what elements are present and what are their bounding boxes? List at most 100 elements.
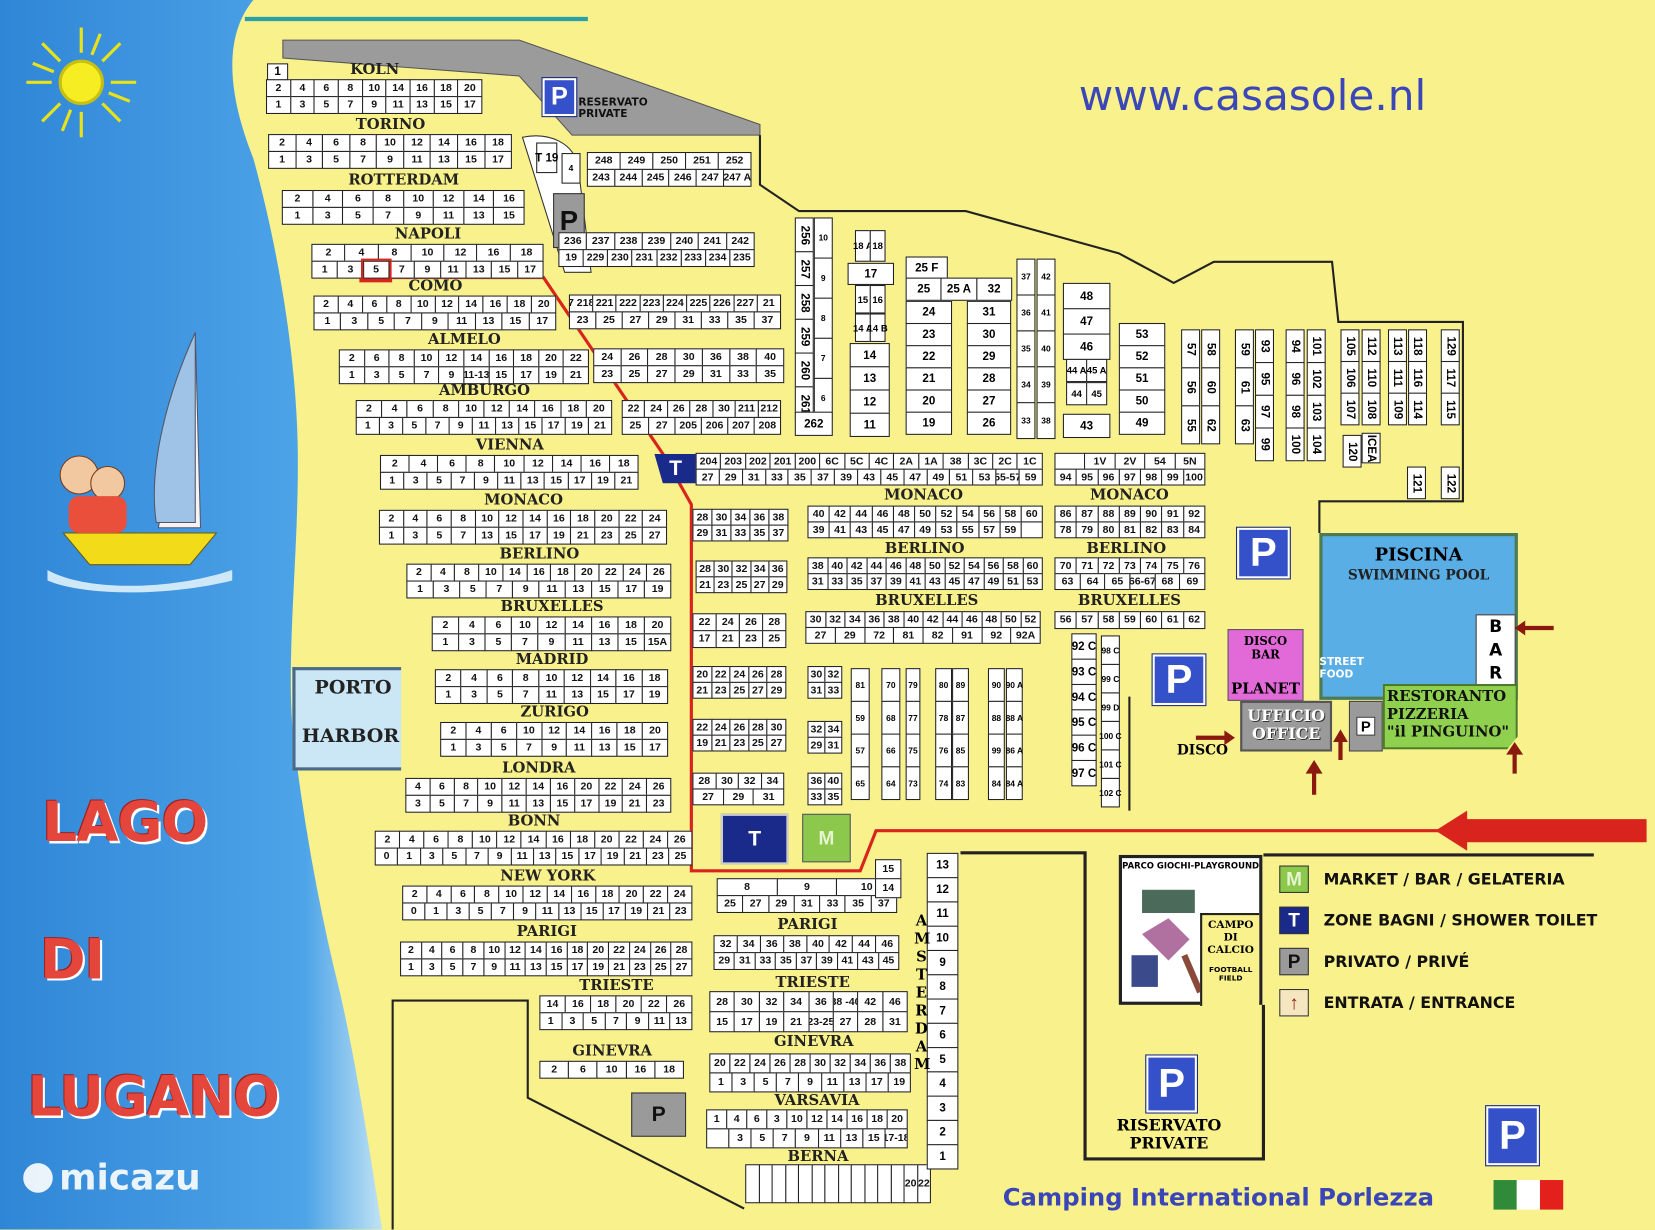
pitch-cell[interactable]: 6: [313, 79, 339, 98]
pitch-cell[interactable]: 18: [654, 1060, 684, 1079]
pitch-cell[interactable]: 19: [564, 416, 589, 435]
pitch-cell[interactable]: 39: [1036, 366, 1056, 404]
pitch-cell[interactable]: 5: [313, 96, 339, 114]
pitch-cell[interactable]: 27: [805, 626, 836, 644]
pitch-cell[interactable]: 93 C: [1071, 658, 1097, 686]
pitch-cell[interactable]: 2: [402, 885, 428, 904]
pitch-cell[interactable]: 9: [798, 1072, 822, 1093]
pitch-cell[interactable]: 8: [372, 189, 404, 208]
pitch-cell[interactable]: 101: [1306, 329, 1326, 364]
pitch-cell[interactable]: 13: [532, 847, 557, 866]
pitch-cell[interactable]: 13: [474, 526, 500, 545]
pitch-cell[interactable]: 7: [813, 337, 833, 379]
pitch-cell[interactable]: 6: [437, 454, 467, 473]
pitch-cell[interactable]: 33: [728, 365, 758, 384]
pitch-cell[interactable]: 10: [361, 79, 387, 98]
pitch-cell[interactable]: 34: [760, 772, 785, 790]
pitch-cell[interactable]: 26: [769, 1053, 791, 1074]
pitch-cell[interactable]: 93: [1254, 329, 1274, 364]
pitch-cell[interactable]: 16: [493, 189, 525, 208]
pitch-cell[interactable]: 21: [695, 576, 715, 594]
pitch-cell[interactable]: 9: [473, 471, 499, 490]
pitch-cell[interactable]: 55: [956, 521, 979, 539]
pitch-cell[interactable]: 34: [849, 1053, 871, 1074]
pitch-cell[interactable]: 30: [713, 560, 733, 578]
pitch-cell[interactable]: 2: [434, 669, 462, 688]
pitch-cell[interactable]: 11: [564, 633, 592, 652]
pitch-cell[interactable]: 38: [1036, 402, 1056, 440]
pitch-cell[interactable]: 3: [403, 471, 428, 490]
pitch-cell[interactable]: 33: [730, 524, 751, 542]
pitch-cell[interactable]: 1: [355, 416, 380, 435]
pitch-cell[interactable]: 3: [766, 1109, 788, 1130]
pitch-cell[interactable]: 23-25: [807, 1011, 834, 1033]
pitch-cell[interactable]: 89: [1118, 505, 1142, 523]
pitch-cell[interactable]: 14: [564, 616, 592, 635]
pitch-cell[interactable]: 10: [413, 349, 440, 368]
pitch-cell[interactable]: 19: [558, 249, 584, 268]
pitch-cell[interactable]: 14: [429, 134, 459, 152]
pitch-cell[interactable]: 31: [807, 573, 829, 591]
pitch-cell[interactable]: 38: [883, 611, 905, 629]
pitch-cell[interactable]: 45: [871, 521, 894, 539]
pitch-cell[interactable]: 9: [487, 847, 512, 866]
pitch-cell[interactable]: 21: [783, 1011, 810, 1033]
pitch-cell[interactable]: 14: [551, 454, 582, 473]
pitch-cell[interactable]: 237: [586, 232, 616, 251]
pitch-cell[interactable]: 25: [748, 734, 768, 752]
pitch-cell[interactable]: 16: [526, 563, 552, 582]
pitch-cell[interactable]: 23: [628, 958, 651, 977]
pitch-cell[interactable]: 15: [555, 847, 580, 866]
pitch-cell[interactable]: 8: [349, 134, 378, 152]
pitch-cell[interactable]: 7: [512, 686, 540, 705]
pitch-cell[interactable]: 242: [725, 232, 755, 251]
pitch-cell[interactable]: 19: [600, 847, 625, 866]
pitch-cell[interactable]: 3: [340, 312, 369, 331]
pitch-cell[interactable]: 10: [483, 941, 506, 960]
pitch-cell[interactable]: 48: [892, 505, 916, 523]
pitch-cell[interactable]: 37: [1016, 258, 1036, 296]
pitch-cell[interactable]: 16: [545, 941, 568, 960]
pitch-cell[interactable]: 107: [1340, 392, 1360, 426]
pitch-cell[interactable]: 53: [1118, 322, 1166, 347]
pitch-cell[interactable]: 21: [715, 630, 740, 649]
pitch-cell[interactable]: 19: [692, 734, 713, 752]
pitch-cell[interactable]: 13: [495, 416, 520, 435]
pitch-cell[interactable]: 8: [388, 349, 415, 368]
pitch-cell[interactable]: 18: [570, 509, 596, 528]
pitch-cell[interactable]: 98 C: [1100, 635, 1120, 665]
pitch-cell[interactable]: 22: [692, 613, 717, 632]
pitch-cell[interactable]: 31: [807, 681, 826, 699]
pitch-cell[interactable]: 14: [463, 189, 495, 208]
pitch-cell[interactable]: 231: [631, 249, 658, 268]
pitch-cell[interactable]: 14: [508, 400, 536, 418]
pitch-cell[interactable]: 5C: [843, 452, 870, 470]
pitch-cell[interactable]: 84 A: [1006, 766, 1023, 801]
pitch-cell[interactable]: 27: [766, 734, 787, 752]
pitch-cell[interactable]: 29: [807, 736, 826, 754]
pitch-cell[interactable]: 21: [710, 734, 731, 752]
pitch-cell[interactable]: 10: [926, 925, 959, 952]
pitch-cell[interactable]: 22: [608, 941, 631, 960]
pitch-cell[interactable]: 1: [313, 312, 342, 331]
pitch-cell[interactable]: 25: [716, 895, 744, 914]
pitch-cell[interactable]: 95: [1254, 362, 1274, 396]
pitch-cell[interactable]: 18: [513, 349, 540, 368]
pitch-cell[interactable]: 46: [871, 505, 894, 523]
pitch-cell[interactable]: 16: [476, 243, 511, 262]
pitch-cell[interactable]: 16: [580, 454, 610, 473]
pitch-cell[interactable]: 27: [621, 311, 650, 330]
pitch-cell[interactable]: 22: [710, 666, 731, 683]
pitch-cell[interactable]: 5: [342, 206, 374, 225]
pitch-cell[interactable]: 62: [1201, 405, 1221, 445]
pitch-cell[interactable]: 15: [549, 794, 575, 813]
pitch-cell[interactable]: 36: [863, 611, 885, 629]
pitch-cell[interactable]: 57: [1075, 611, 1099, 630]
pitch-cell[interactable]: 57: [977, 521, 1001, 539]
pitch-cell[interactable]: 48: [1062, 282, 1111, 310]
pitch-cell[interactable]: 248: [586, 151, 621, 170]
pitch-cell[interactable]: 10: [813, 217, 833, 259]
pitch-cell[interactable]: 10: [511, 616, 539, 635]
pitch-cell[interactable]: 56: [1054, 611, 1077, 630]
pitch-cell[interactable]: 11: [817, 1128, 841, 1149]
